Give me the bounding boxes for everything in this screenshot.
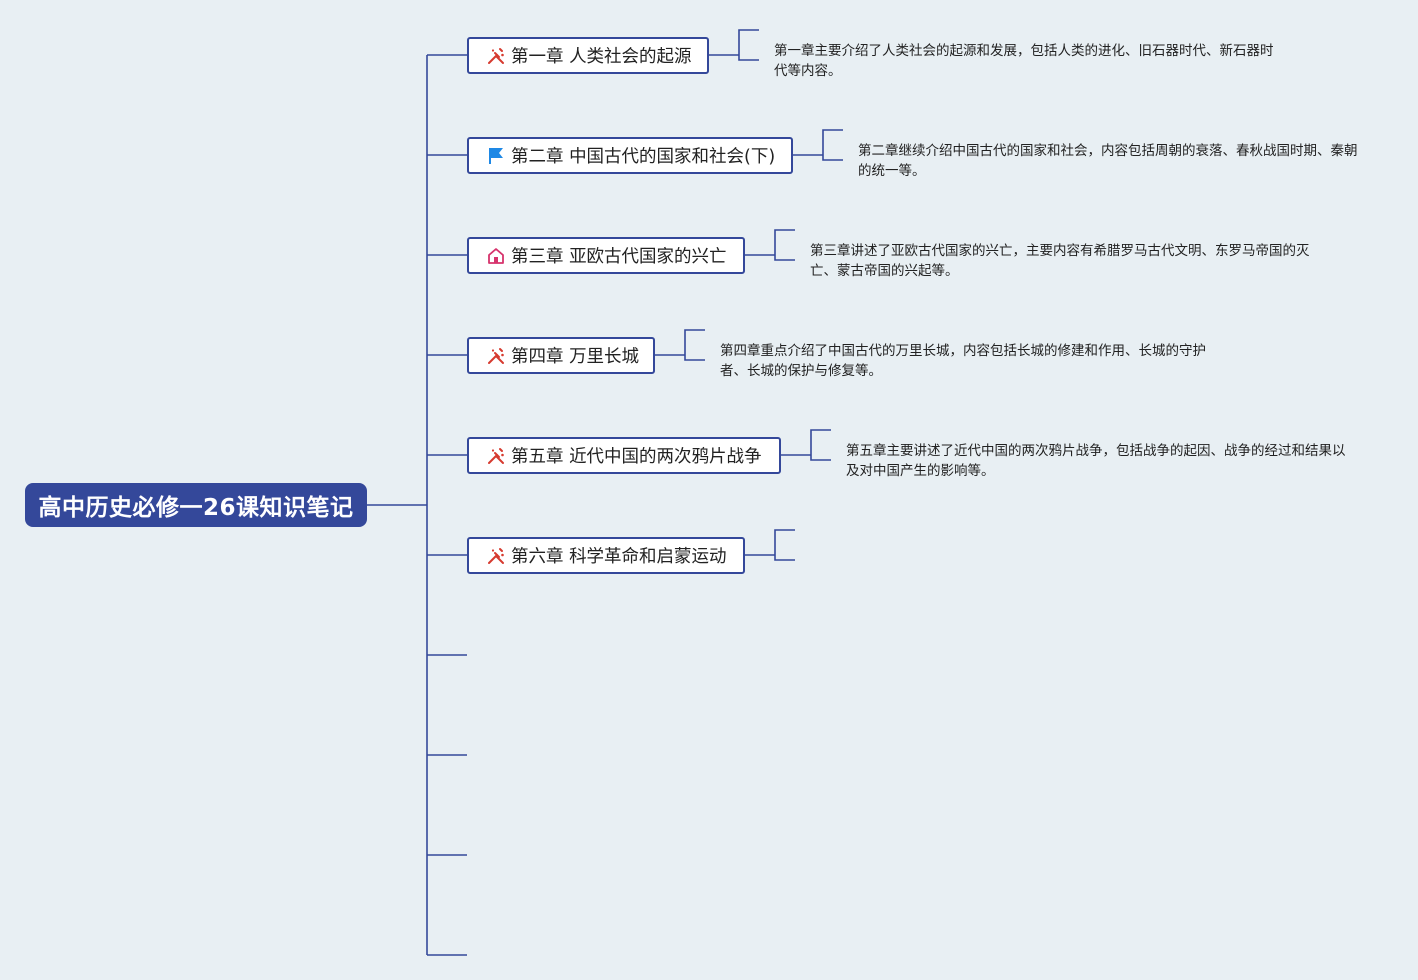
topic-chapter-1[interactable]: 第一章 人类社会的起源 <box>467 37 709 74</box>
topic-chapter-6[interactable]: 第六章 科学革命和启蒙运动 <box>467 537 745 574</box>
topic-chapter-1-label: 第一章 人类社会的起源 <box>511 47 692 67</box>
topic-chapter-4[interactable]: 第四章 万里长城 <box>467 337 655 374</box>
tools-icon <box>486 446 506 466</box>
topic-chapter-3-label: 第三章 亚欧古代国家的兴亡 <box>511 247 727 267</box>
root-topic-label: 高中历史必修一26课知识笔记 <box>38 495 354 521</box>
topic-chapter-5-label: 第五章 近代中国的两次鸦片战争 <box>511 447 762 467</box>
tools-icon <box>486 546 506 566</box>
note-chapter-3: 第三章讲述了亚欧古代国家的兴亡，主要内容有希腊罗马古代文明、东罗马帝国的灭亡、蒙… <box>810 243 1310 279</box>
topic-chapter-6-label: 第六章 科学革命和启蒙运动 <box>511 547 727 567</box>
topic-chapter-2-label: 第二章 中国古代的国家和社会(下) <box>511 147 776 167</box>
tools-icon <box>486 346 506 366</box>
home-icon <box>486 246 506 266</box>
flag-icon <box>486 146 506 166</box>
topic-chapter-3[interactable]: 第三章 亚欧古代国家的兴亡 <box>467 237 745 274</box>
topic-chapter-4-label: 第四章 万里长城 <box>511 347 640 367</box>
note-chapter-1: 第一章主要介绍了人类社会的起源和发展，包括人类的进化、旧石器时代、新石器时代等内… <box>774 43 1274 79</box>
topic-chapter-2[interactable]: 第二章 中国古代的国家和社会(下) <box>467 137 793 174</box>
tools-icon <box>486 46 506 66</box>
note-chapter-4: 第四章重点介绍了中国古代的万里长城，内容包括长城的修建和作用、长城的守护者、长城… <box>720 343 1206 379</box>
root-topic[interactable]: 高中历史必修一26课知识笔记 <box>25 483 367 527</box>
note-chapter-5: 第五章主要讲述了近代中国的两次鸦片战争，包括战争的起因、战争的经过和结果以及对中… <box>846 443 1346 479</box>
topic-chapter-5[interactable]: 第五章 近代中国的两次鸦片战争 <box>467 437 781 474</box>
note-chapter-2: 第二章继续介绍中国古代的国家和社会，内容包括周朝的衰落、春秋战国时期、秦朝的统一… <box>858 143 1358 179</box>
